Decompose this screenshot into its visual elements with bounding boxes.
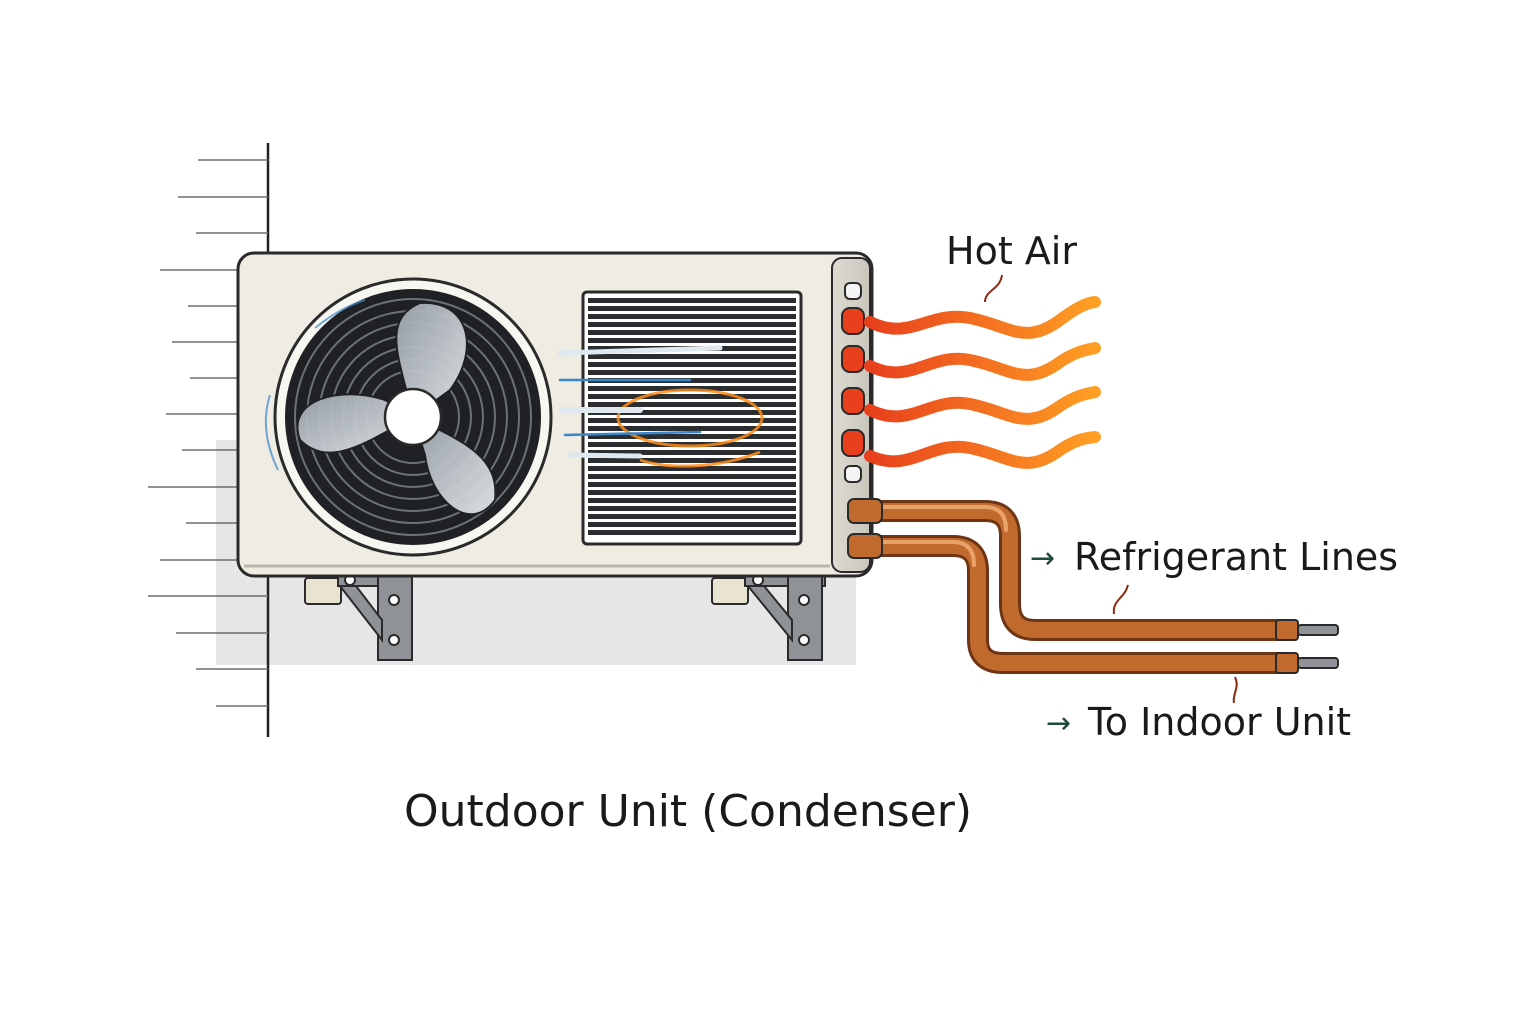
refrigerant-line-upper bbox=[854, 503, 1293, 638]
condenser-grille bbox=[581, 290, 803, 546]
fan-hub bbox=[383, 387, 443, 447]
grille-slat bbox=[588, 434, 796, 439]
indoor-leader bbox=[1232, 676, 1238, 704]
line-fittings bbox=[847, 498, 1339, 674]
grille-slat bbox=[588, 378, 796, 383]
outdoor-unit bbox=[236, 251, 874, 578]
fan-assembly bbox=[264, 277, 553, 557]
fan-motion-lines bbox=[264, 299, 366, 471]
refrigerant-line-lower bbox=[854, 538, 1293, 671]
refrigerant-leader bbox=[1112, 584, 1129, 615]
grille-slat bbox=[588, 322, 796, 327]
grille-slat bbox=[588, 418, 796, 423]
grille-slat bbox=[588, 394, 796, 399]
grille-slat bbox=[588, 530, 796, 535]
grille-slat bbox=[588, 402, 796, 407]
hot-air-label: Hot Air bbox=[946, 229, 1077, 273]
grille-slat bbox=[588, 450, 796, 455]
grille-slat bbox=[588, 458, 796, 463]
grille-slat bbox=[588, 330, 796, 335]
leader-lines bbox=[984, 274, 1238, 704]
hot-air-wave-2 bbox=[864, 342, 1101, 381]
grille-slat bbox=[588, 306, 796, 311]
grille-slat bbox=[588, 362, 796, 367]
grille-slat bbox=[588, 410, 796, 415]
service-ports bbox=[841, 282, 865, 483]
grille-slat bbox=[588, 474, 796, 479]
hot-air-waves bbox=[864, 296, 1101, 469]
grille-slat bbox=[588, 386, 796, 391]
grille-slat bbox=[588, 490, 796, 495]
refrigerant-lines-label: Refrigerant Lines bbox=[1074, 535, 1398, 579]
grille-slat bbox=[588, 482, 796, 487]
refrigerant-arrow-icon: → bbox=[1030, 541, 1055, 576]
refrigerant-lines bbox=[847, 498, 1339, 674]
grille-slat bbox=[588, 514, 796, 519]
grille-slat bbox=[588, 354, 796, 359]
grille-slat bbox=[588, 506, 796, 511]
airflow-streaks bbox=[557, 345, 723, 459]
bracket-left bbox=[304, 571, 413, 661]
grille-heat-swirl bbox=[616, 388, 764, 468]
hot-air-wave-3 bbox=[864, 386, 1101, 425]
hot-air-wave-4 bbox=[864, 431, 1101, 469]
grille-slat bbox=[588, 426, 796, 431]
to-indoor-unit-label: To Indoor Unit bbox=[1087, 700, 1351, 744]
grille-slat bbox=[588, 466, 796, 471]
hot-air-wave-1 bbox=[864, 296, 1101, 339]
grille-slat bbox=[588, 298, 796, 303]
hot-air-leader bbox=[984, 274, 1003, 303]
grille-slat bbox=[588, 522, 796, 527]
grille-slat bbox=[588, 498, 796, 503]
grille-slat bbox=[588, 338, 796, 343]
indoor-arrow-icon: → bbox=[1046, 706, 1071, 741]
grille-slats bbox=[588, 298, 796, 535]
grille-slat bbox=[588, 370, 796, 375]
diagram-caption: Outdoor Unit (Condenser) bbox=[404, 786, 972, 837]
grille-slat bbox=[588, 314, 796, 319]
